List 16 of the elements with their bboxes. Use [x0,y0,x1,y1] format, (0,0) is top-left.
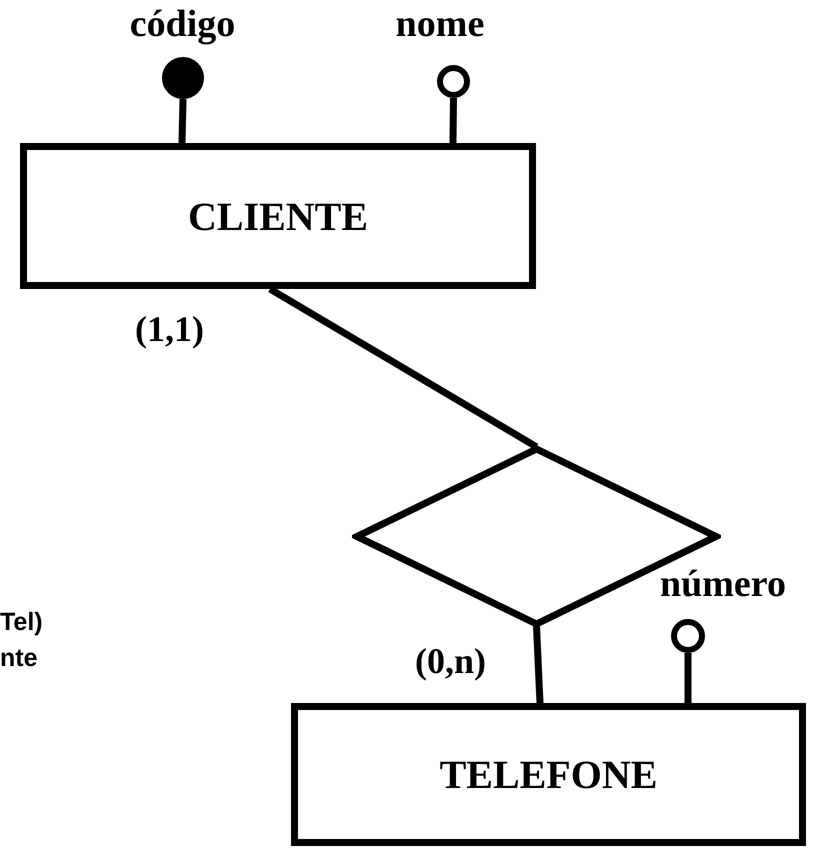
attribute-circle [437,65,470,98]
connector-line [533,626,544,704]
note-text: Tel) [0,608,43,637]
connector-line [684,653,692,703]
attribute-name: número [660,562,786,606]
connector-line [450,98,457,144]
attribute-circle [671,619,705,653]
note-text: nte [0,644,38,673]
connector-line [178,98,186,144]
attribute-name: nome [394,2,486,46]
cardinality-label: (1,1) [135,308,204,350]
entity-box: CLIENTE [20,143,536,289]
attribute-name: código [128,2,236,46]
cardinality-label: (0,n) [415,640,486,682]
entity-box: TELEFONE [291,703,806,846]
identifier-attribute-dot [162,57,204,99]
